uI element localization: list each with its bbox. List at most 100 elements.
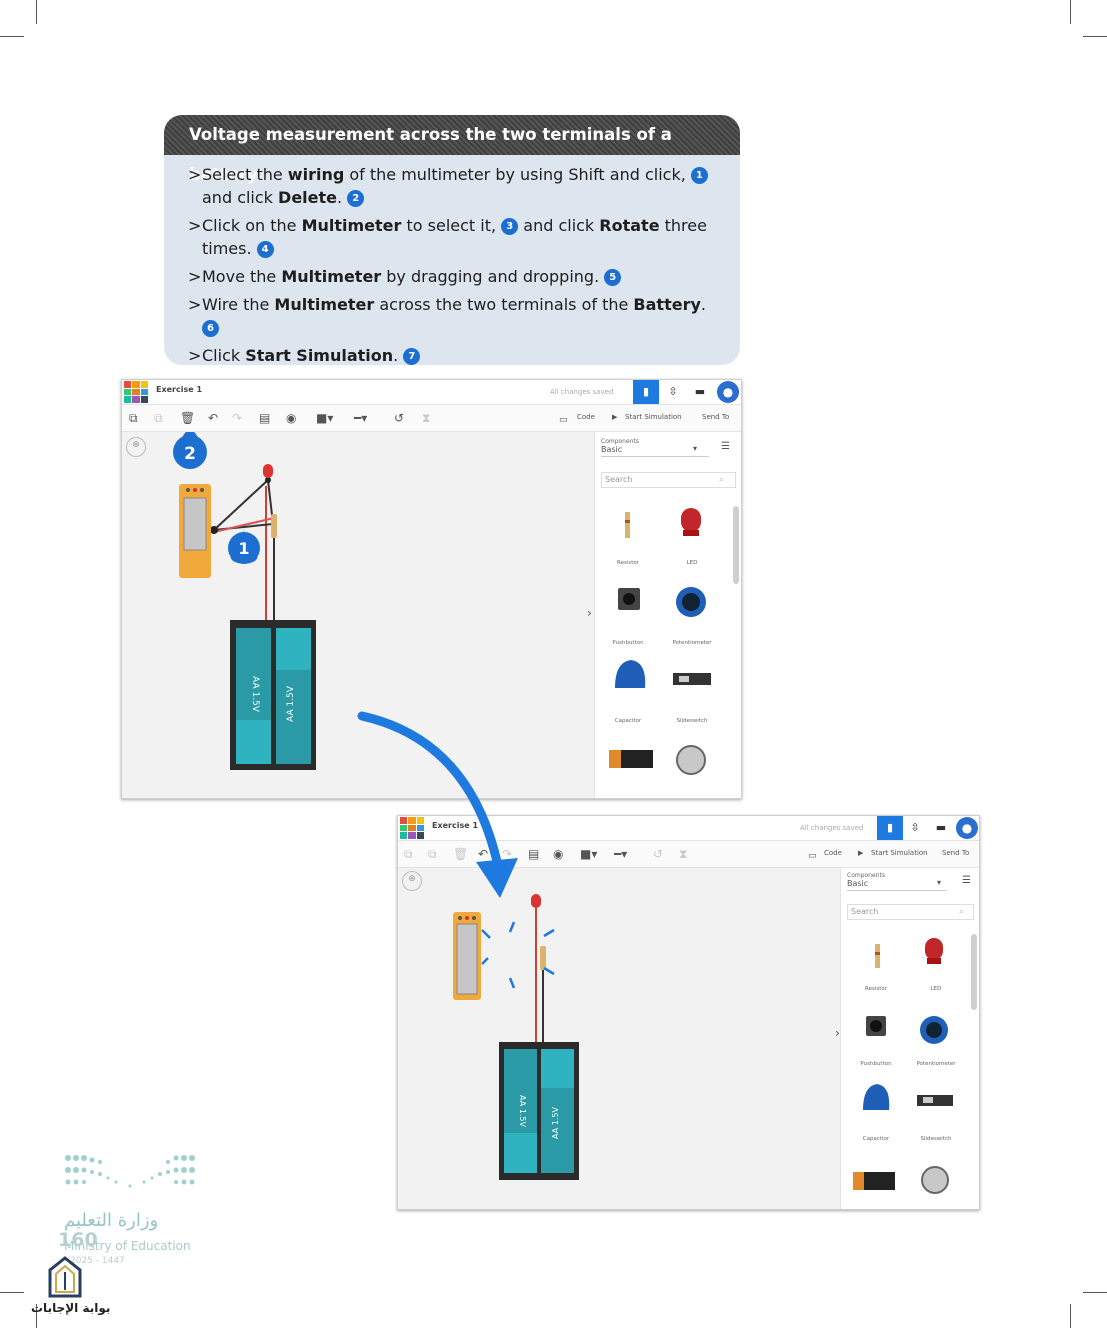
crop-mark	[1070, 1304, 1071, 1328]
step-number-badge: 3	[501, 218, 519, 235]
instruction-text: .	[337, 188, 348, 207]
view-icon[interactable]: ◉	[553, 847, 564, 861]
redo-icon[interactable]: ↷	[502, 847, 513, 861]
instruction-text: Wire the	[202, 295, 275, 314]
list-view-icon[interactable]: ▬	[694, 385, 706, 398]
crop-mark	[1083, 36, 1107, 37]
component-label: Slideswitch	[920, 1136, 952, 1142]
start-simulation-button[interactable]: Start Simulation	[871, 849, 928, 857]
start-simulation-button[interactable]: Start Simulation	[625, 413, 682, 421]
circuit-canvas[interactable]: AA 1.5V AA 1.5V 1 2	[122, 432, 592, 798]
battery-cell-label: AA 1.5V	[250, 676, 260, 713]
copy-icon[interactable]: ⧉	[129, 411, 138, 425]
color-picker-icon[interactable]: ■▾	[580, 847, 598, 861]
chevron-down-icon[interactable]: ▾	[937, 878, 942, 887]
instruction-keyword: Start Simulation	[245, 346, 394, 365]
delete-icon[interactable]: 🗑	[180, 411, 196, 425]
pcb-view-icon[interactable]: ⇳	[668, 385, 678, 398]
list-view-icon[interactable]: ▬	[935, 821, 947, 834]
search-input[interactable]: Search	[847, 904, 974, 920]
instruction-text: Select the	[202, 165, 288, 184]
line-style-icon[interactable]: ━▾	[354, 411, 368, 425]
redo-icon[interactable]: ↷	[232, 411, 243, 425]
list-icon[interactable]: ☰	[721, 441, 730, 452]
paste-icon[interactable]: ⧉	[154, 411, 163, 425]
instruction-step: >Select the wiring of the multimeter by …	[188, 163, 728, 209]
instruction-text: of the multimeter by using Shift and cli…	[344, 165, 691, 184]
step-number-badge: 6	[202, 320, 219, 337]
instruction-keyword: Multimeter	[274, 295, 375, 314]
instruction-keyword: Multimeter	[281, 267, 382, 286]
scrollbar[interactable]	[733, 506, 739, 584]
notes-icon[interactable]: ▤	[528, 847, 540, 861]
site-label: بوابة الإجابات	[31, 1301, 111, 1315]
code-icon[interactable]: ▭	[559, 415, 568, 425]
project-title[interactable]: Exercise 1	[432, 821, 479, 830]
color-picker-icon[interactable]: ■▾	[316, 411, 334, 425]
bullet-marker: >	[188, 295, 202, 314]
rotate-icon[interactable]: ↺	[394, 411, 405, 425]
line-style-icon[interactable]: ━▾	[614, 847, 628, 861]
chevron-down-icon[interactable]: ▾	[693, 444, 698, 453]
instruction-text: by dragging and dropping.	[381, 267, 605, 286]
send-to-button[interactable]: Send To	[942, 849, 970, 857]
user-avatar[interactable]: ●	[956, 817, 978, 839]
code-icon[interactable]: ▭	[808, 851, 817, 861]
battery-cell-label: AA 1.5V	[551, 1107, 560, 1139]
collapse-panel-icon[interactable]: ›	[587, 606, 592, 620]
instruction-keyword: Delete	[278, 188, 337, 207]
send-to-button[interactable]: Send To	[702, 413, 730, 421]
component-label: Resistor	[865, 986, 887, 992]
instruction-text: across the two terminals of the	[374, 295, 634, 314]
code-button[interactable]: Code	[824, 849, 842, 857]
notes-icon[interactable]: ▤	[259, 411, 271, 425]
instruction-keyword: Battery	[633, 295, 701, 314]
component-label: Resistor	[617, 560, 639, 566]
flip-icon[interactable]: ⧗	[679, 847, 688, 861]
site-logo-icon	[48, 1256, 82, 1298]
search-input[interactable]: Search	[601, 472, 736, 488]
crop-mark	[36, 0, 37, 24]
circuit-canvas[interactable]: AA 1.5V AA 1.5V	[398, 868, 838, 1209]
collapse-panel-icon[interactable]: ›	[835, 1026, 840, 1040]
instruction-text: .	[700, 295, 706, 314]
play-icon[interactable]: ▶	[858, 849, 864, 857]
instruction-text: .	[393, 346, 404, 365]
rotate-icon[interactable]: ↺	[653, 847, 664, 861]
step-number-badge: 7	[403, 348, 421, 365]
circuit-view-icon[interactable]: ▮	[877, 816, 903, 840]
flip-icon[interactable]: ⧗	[422, 411, 431, 425]
scrollbar[interactable]	[971, 934, 977, 1010]
pcb-view-icon[interactable]: ⇳	[910, 821, 920, 834]
copy-icon[interactable]: ⧉	[404, 847, 413, 861]
component-label: Capacitor	[862, 1136, 890, 1142]
play-icon[interactable]: ▶	[612, 413, 618, 421]
component-grid	[609, 508, 711, 775]
view-icon[interactable]: ◉	[286, 411, 297, 425]
undo-icon[interactable]: ↶	[208, 411, 219, 425]
crop-mark	[1083, 1292, 1107, 1293]
code-button[interactable]: Code	[577, 413, 595, 421]
instruction-box: Voltage measurement across the two termi…	[164, 115, 740, 365]
step-number-badge: 4	[256, 241, 274, 258]
paste-icon[interactable]: ⧉	[428, 847, 437, 861]
zoom-fit-icon[interactable]: ⊕	[126, 437, 146, 457]
zoom-fit-icon[interactable]: ⊕	[402, 871, 422, 891]
list-icon[interactable]: ☰	[962, 875, 971, 886]
callout-2-label: 2	[184, 444, 196, 464]
component-label: Pushbutton	[612, 640, 644, 646]
undo-icon[interactable]: ↶	[478, 847, 489, 861]
circuit-view-icon[interactable]: ▮	[633, 380, 659, 404]
search-icon: ⌕	[719, 475, 725, 485]
ministry-logo-dots	[65, 1155, 195, 1188]
user-avatar[interactable]: ●	[717, 381, 739, 403]
instruction-text: and click	[518, 216, 600, 235]
search-icon: ⌕	[959, 907, 965, 917]
ministry-name-arabic: وزارة التعليم	[64, 1210, 159, 1231]
project-title[interactable]: Exercise 1	[156, 385, 203, 394]
battery-cell-label: AA 1.5V	[518, 1095, 527, 1127]
delete-icon[interactable]: 🗑	[453, 847, 469, 861]
